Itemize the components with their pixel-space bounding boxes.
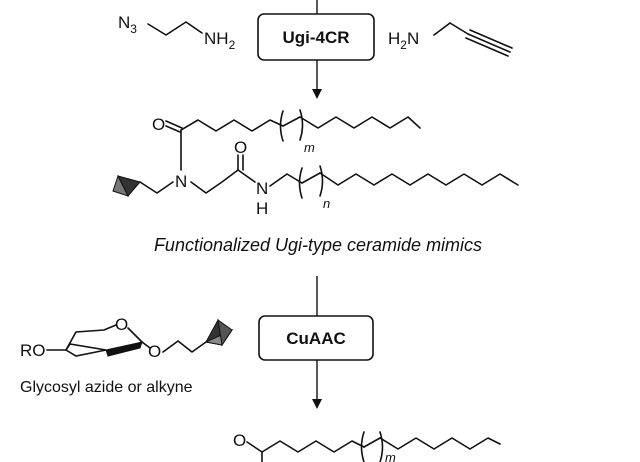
glycoconjugate-structure: O m	[233, 431, 501, 462]
cuaac-frame	[258, 315, 374, 361]
bracket-m-left	[279, 110, 284, 142]
ugi-4cr-box: Ugi-4CR	[257, 13, 375, 61]
p2-chain-repeat	[363, 437, 381, 448]
amide-nh-h-atom: H	[256, 199, 268, 218]
caption-glycosyl: Glycosyl azide or alkyne	[20, 379, 193, 396]
p2-acyl-chain	[261, 440, 365, 453]
p2-chain-tail	[379, 437, 501, 450]
alkyne-bond-1	[467, 33, 511, 53]
ceramide-mimic-structure: O m N O N H n	[112, 109, 519, 218]
co-double-1	[165, 125, 181, 133]
alkyne-bond-3	[465, 37, 509, 57]
pyranose-o-c1	[127, 327, 143, 343]
glycine-bond	[190, 169, 239, 194]
cuaac-box: CuAAC	[258, 315, 374, 361]
amide-nh-bond	[237, 169, 256, 183]
amide-n-atom: N	[175, 172, 187, 191]
link-o-atom: O	[148, 342, 161, 361]
propargyl-bond	[433, 22, 469, 36]
pyranose-wedge	[105, 341, 143, 357]
p2-bracket-right	[379, 431, 384, 462]
ugi-4cr-label: Ugi-4CR	[282, 28, 349, 47]
triazole-icon	[112, 174, 141, 197]
n-alkyl-bond	[139, 181, 174, 194]
pyranose-top	[65, 324, 117, 351]
bracket-n-right	[319, 165, 324, 197]
ugi-4cr-frame	[257, 13, 375, 61]
sphingoid-chain-tail	[319, 172, 519, 186]
sphingoid-chain-repeat	[301, 172, 321, 184]
acyl-chain-repeat	[282, 116, 301, 127]
cuaac-label: CuAAC	[286, 329, 346, 348]
index-m: m	[304, 140, 315, 155]
azido-ethylamine: N3 NH2	[118, 13, 236, 52]
bracket-n-left	[298, 167, 303, 199]
bracket-m-right	[299, 109, 304, 141]
glycosyl-structure: RO O O	[20, 315, 234, 361]
ring-o-atom: O	[115, 315, 128, 334]
nh2-atom: NH2	[204, 29, 236, 52]
carbonyl-o-atom: O	[152, 115, 165, 134]
ethyl-bond	[147, 21, 203, 36]
amide-nh-n-atom: N	[256, 179, 268, 198]
linker-bond	[162, 340, 207, 353]
pyranose-lower	[64, 343, 107, 357]
n3-atom: N3	[118, 13, 137, 36]
ro-label: RO	[20, 341, 46, 360]
propargylamine: H2N	[388, 22, 513, 57]
index-n: n	[323, 196, 330, 211]
p2-co-double	[246, 441, 263, 453]
acyl-chain-tail	[299, 116, 421, 129]
alkyne-bond-2	[469, 29, 513, 49]
p2-carbonyl-o-atom: O	[233, 431, 246, 450]
triazole-alkyne-icon	[204, 318, 234, 347]
anomeric-bond	[141, 341, 151, 349]
caption-ceramide-mimics: Functionalized Ugi-type ceramide mimics	[154, 235, 482, 255]
sphingoid-chain	[269, 173, 303, 187]
h2n-atom: H2N	[388, 29, 419, 52]
p2-index-m: m	[385, 450, 396, 462]
co-double-2	[165, 120, 183, 129]
acyl-chain	[180, 119, 284, 132]
amide-o2-atom: O	[234, 138, 247, 157]
p2-bracket-left	[360, 431, 365, 462]
